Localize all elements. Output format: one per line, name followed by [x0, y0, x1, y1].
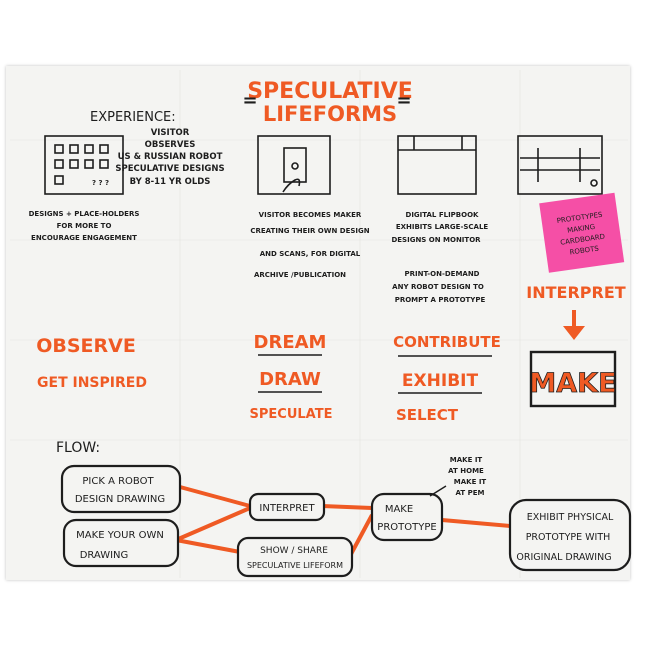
- own-line-2: DRAWING: [80, 550, 129, 561]
- verb-interpret: INTERPRET: [526, 283, 625, 302]
- verb-exhibit: EXHIBIT: [402, 371, 479, 391]
- flipbook-caption-1: DIGITAL FLIPBOOK: [406, 211, 480, 219]
- pick-line-1: PICK A ROBOT: [82, 476, 154, 487]
- drawing-station-sketch: [257, 135, 331, 195]
- title-line1: SPECULATIVE: [247, 79, 413, 104]
- visitor-note-5: BY 8-11 YR OLDS: [130, 177, 211, 187]
- paper-grid: [10, 70, 628, 578]
- verb-draw: DRAW: [259, 369, 321, 390]
- verb-observe: OBSERVE: [36, 335, 136, 357]
- flipbook-caption-6: ANY ROBOT DESIGN TO: [392, 283, 484, 291]
- flipbook-caption-2: EXHIBITS LARGE-SCALE: [396, 223, 489, 231]
- visitor-note-2: OBSERVES: [145, 140, 196, 150]
- home-note: MAKE IT AT HOME MAKE IT AT PEM: [429, 456, 487, 497]
- flipbook-caption-5: PRINT-ON-DEMAND: [405, 270, 480, 278]
- equals-right: =: [396, 90, 411, 111]
- home-note-1: MAKE IT: [450, 456, 483, 464]
- pick-line-2: DESIGN DRAWING: [75, 494, 165, 505]
- verb-contribute: CONTRIBUTE: [393, 333, 501, 351]
- workshop-table-sketch: [517, 135, 603, 195]
- exhibit-node-line-1: EXHIBIT PHYSICAL: [527, 512, 614, 523]
- flow-connectors: [175, 485, 511, 557]
- flow-node-exhibit: EXHIBIT PHYSICAL PROTOTYPE WITH ORIGINAL…: [508, 498, 632, 572]
- visitor-note-3: US & RUSSIAN ROBOT: [118, 152, 223, 162]
- maker-caption-4: ARCHIVE /PUBLICATION: [254, 271, 346, 279]
- verb-make: MAKE: [529, 368, 616, 399]
- down-arrow-icon: [563, 310, 585, 340]
- verb-select: SELECT: [396, 406, 459, 424]
- placeholder-question-marks: ? ? ?: [92, 179, 109, 187]
- designs-caption-2: FOR MORE TO: [57, 222, 112, 230]
- sticky-note: PROTOTYPES MAKING CARDBOARD ROBOTS: [539, 192, 625, 273]
- designs-caption-1: DESIGNS + PLACE-HOLDERS: [29, 210, 140, 218]
- flow-node-interpret: INTERPRET: [248, 492, 326, 522]
- interpret-node-text: INTERPRET: [259, 503, 315, 514]
- experience-label: EXPERIENCE:: [90, 110, 176, 125]
- make-node-line-1: MAKE: [385, 504, 413, 515]
- maker-caption-2: CREATING THEIR OWN DESIGN: [250, 227, 369, 235]
- verb-speculate: SPECULATE: [250, 407, 333, 422]
- verb-get-inspired: GET INSPIRED: [37, 375, 147, 391]
- share-line-1: SHOW / SHARE: [260, 546, 328, 556]
- make-node-line-2: PROTOTYPE: [377, 522, 436, 533]
- flipbook-caption-7: PROMPT A PROTOTYPE: [395, 296, 486, 304]
- designs-grid-sketch: [44, 135, 124, 195]
- visitor-note-1: VISITOR: [151, 128, 190, 138]
- exhibit-node-line-2: PROTOTYPE WITH: [526, 532, 611, 543]
- sticky-line-2: MAKING: [567, 223, 596, 235]
- home-note-4: AT PEM: [456, 489, 485, 497]
- title-line2: LIFEFORMS: [263, 102, 397, 126]
- own-line-1: MAKE YOUR OWN: [76, 530, 164, 541]
- visitor-note-4: SPECULATIVE DESIGNS: [115, 164, 224, 174]
- make-box: [529, 350, 617, 408]
- maker-caption-1: VISITOR BECOMES MAKER: [259, 211, 362, 219]
- flipbook-caption-3: DESIGNS ON MONITOR: [391, 236, 481, 244]
- monitor-sketch: [397, 135, 477, 195]
- exhibit-node-line-3: ORIGINAL DRAWING: [516, 552, 611, 563]
- flow-node-pick: PICK A ROBOT DESIGN DRAWING: [60, 464, 182, 514]
- designs-caption-3: ENCOURAGE ENGAGEMENT: [31, 234, 137, 242]
- maker-caption-3: AND SCANS, FOR DIGITAL: [260, 250, 361, 258]
- flow-label: FLOW:: [56, 440, 100, 456]
- equals-left: =: [242, 90, 257, 111]
- flow-node-own: MAKE YOUR OWN DRAWING: [62, 518, 180, 568]
- flow-node-make: MAKE PROTOTYPE: [370, 492, 444, 542]
- verb-dream: DREAM: [254, 332, 327, 353]
- share-line-2: SPECULATIVE LIFEFORM: [247, 561, 343, 570]
- home-note-3: MAKE IT: [454, 478, 487, 486]
- flow-node-share: SHOW / SHARE SPECULATIVE LIFEFORM: [236, 536, 354, 578]
- home-note-2: AT HOME: [448, 467, 484, 475]
